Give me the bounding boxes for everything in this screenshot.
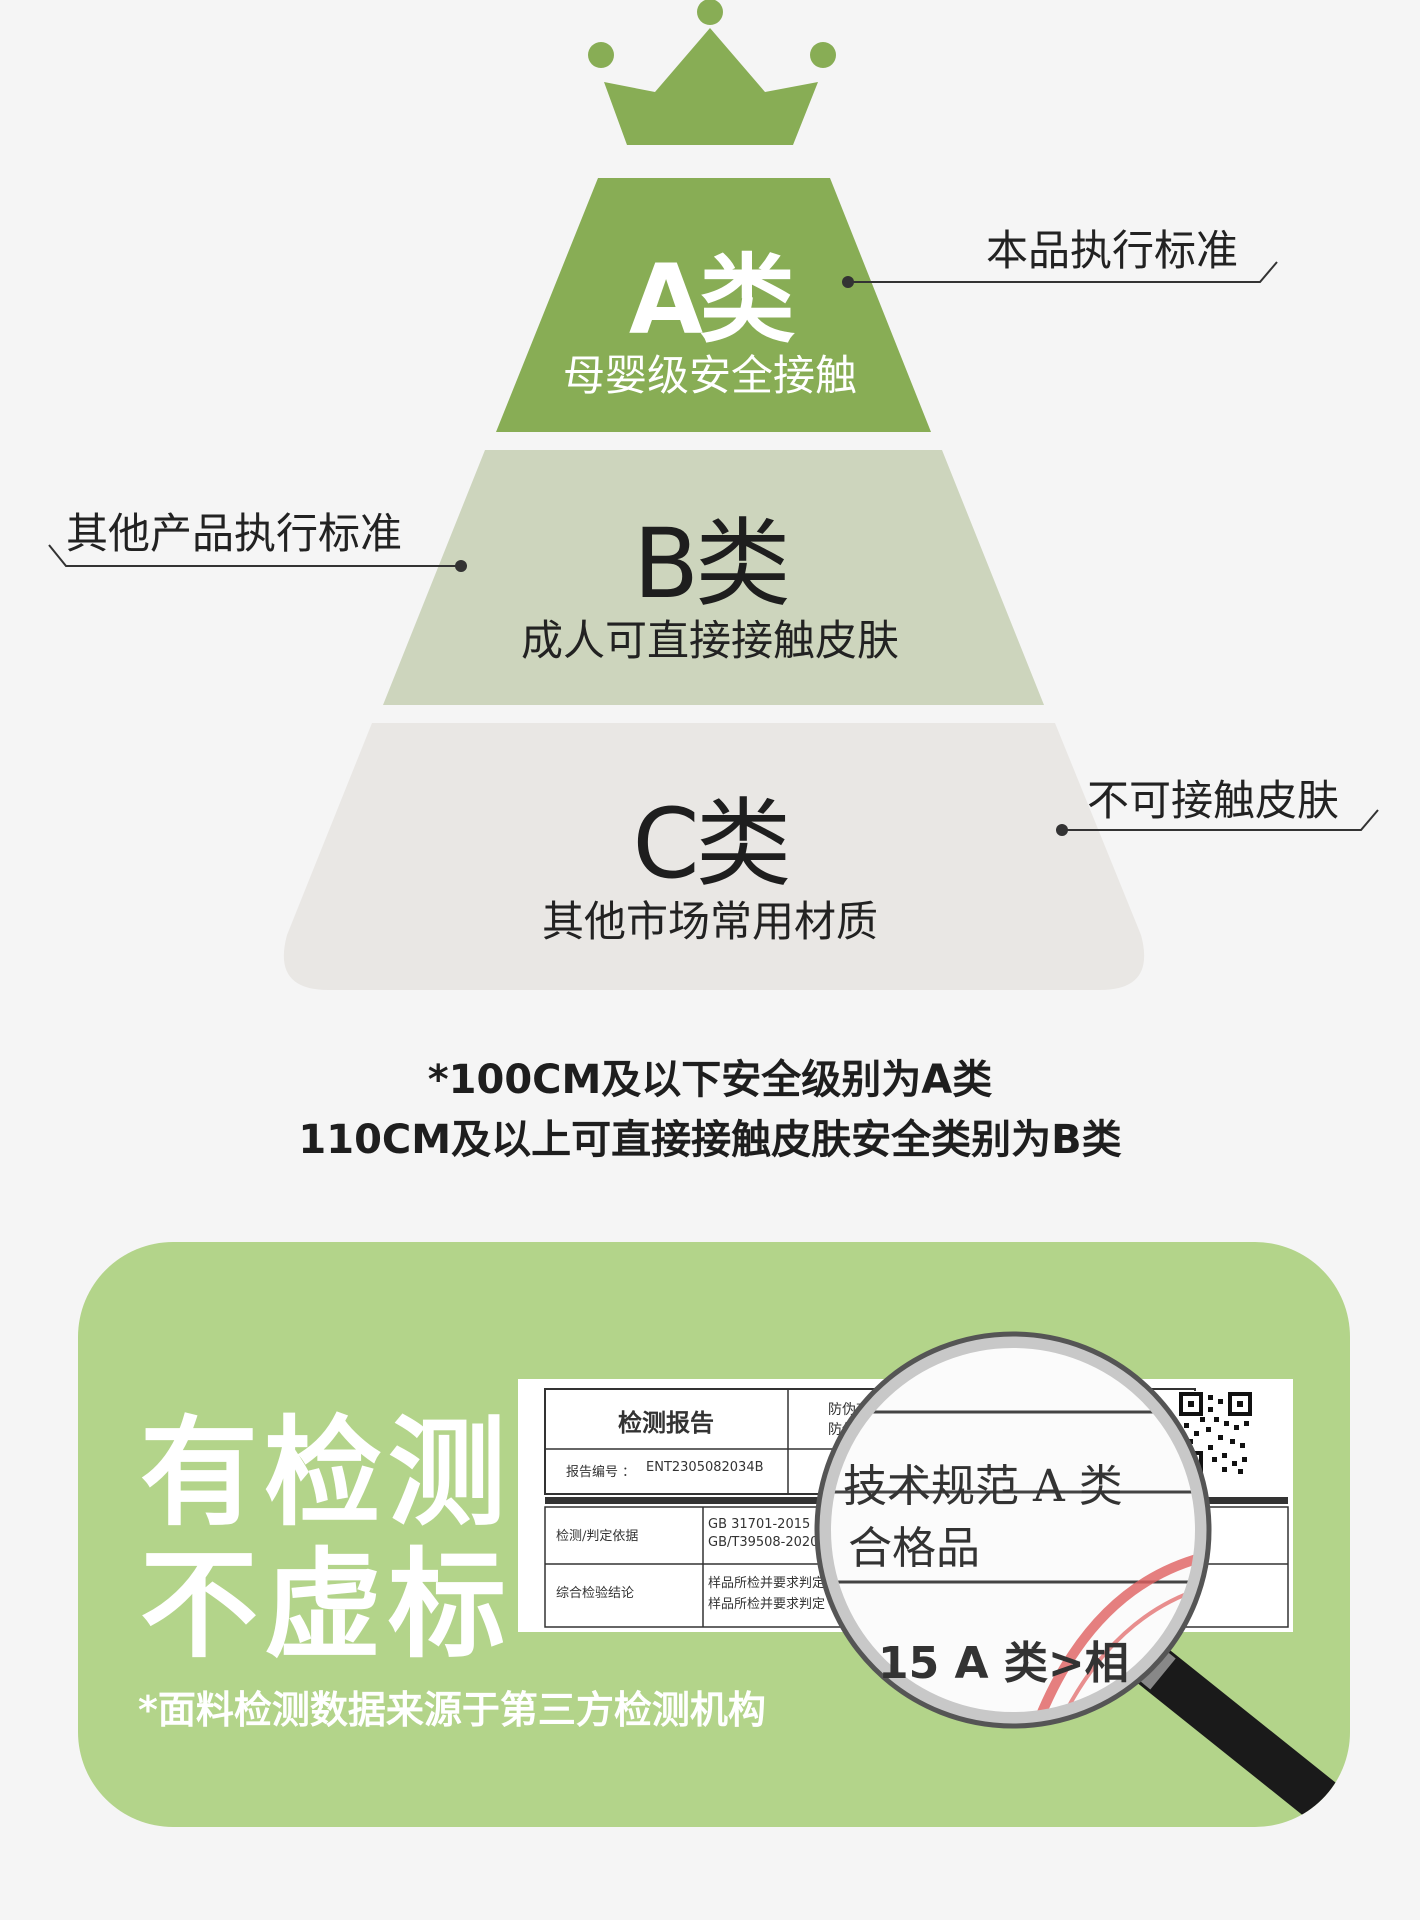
report-no: ENT2305082034B [646,1460,764,1475]
headline-no-false-label: 不虚标 [140,1536,513,1674]
tier-b-title: B类 [633,508,791,620]
basis-line-1: GB 31701-2015 婴 [708,1517,828,1532]
note-line-2: 110CM及以上可直接接触皮肤安全类别为B类 [298,1117,1122,1163]
label-a-line [842,261,1278,288]
certification-card: 有检测 不虚标 检测报告 防伪查 防伪 报告编号 ： ENT2305082034… [78,1242,1350,1827]
conclusion-line-1: 样品所检并要求判定 [708,1576,826,1591]
tier-b-subtitle: 成人可直接接触皮肤 [520,616,899,665]
tier-c-subtitle: 其他市场常用材质 [541,897,878,946]
qr-code-icon [1178,1391,1253,1476]
magnified-line-2: 合格品 [848,1523,980,1574]
tier-c-title: C类 [632,788,791,900]
report-no-label: 报告编号 ： [566,1465,636,1480]
anti-fake-1: 防伪查 [828,1402,870,1418]
safety-pyramid [48,0,1379,990]
label-other-products-standard: 其他产品执行标准 [66,509,403,558]
size-notes: *100CM及以下安全级别为A类 110CM及以上可直接接触皮肤安全类别为B类 [0,1050,1420,1170]
report-title: 检测报告 [618,1408,714,1437]
magnified-line-1: 技术规范 A 类 [843,1461,1123,1512]
crown-icon [588,0,836,145]
magnified-line-3: 15 A 类>相 [878,1638,1129,1689]
basis-line-2: GB/T39508-2020 [708,1535,819,1550]
tier-b-shape [383,450,1044,705]
note-line-1: *100CM及以下安全级别为A类 [427,1057,993,1103]
basis-label: 检测/判定依据 [556,1529,639,1544]
conclusion-line-2: 样品所检并要求判定 [708,1597,826,1612]
label-not-skin-contact: 不可接触皮肤 [1087,776,1340,825]
certification-footnote: *面料检测数据来源于第三方检测机构 [138,1688,766,1732]
anti-fake-2: 防伪 [828,1422,856,1438]
label-this-product-standard: 本品执行标准 [986,226,1239,275]
conclusion-label: 综合检验结论 [556,1586,635,1601]
tier-c-shape [283,723,1145,990]
label-b-line [48,544,467,572]
label-c-line [1056,809,1379,836]
tier-a-shape [496,178,931,432]
tier-a-title: A类 [628,244,795,356]
headline-tested: 有检测 [140,1404,513,1542]
tier-a-subtitle: 母婴级安全接触 [562,351,857,400]
